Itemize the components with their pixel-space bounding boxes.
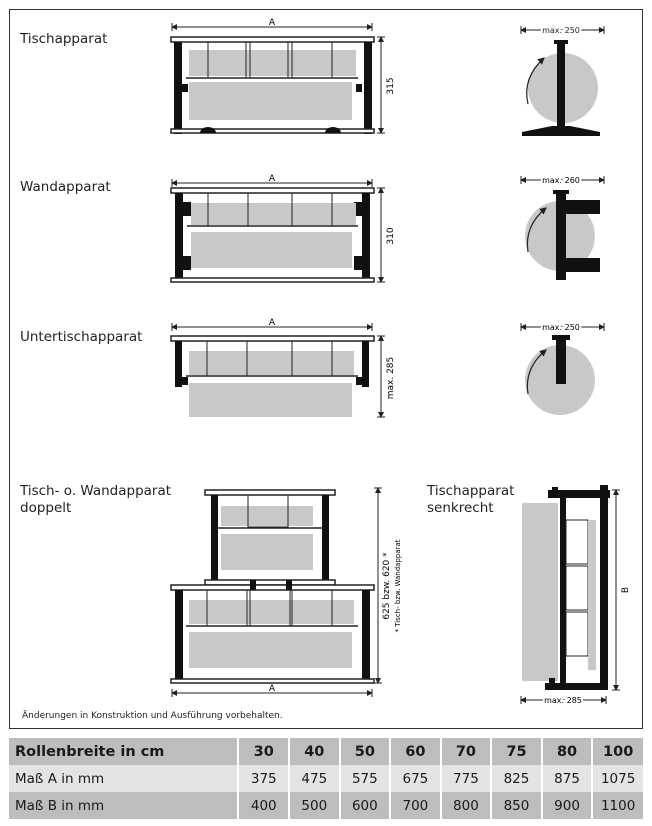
table-cell: 900	[540, 792, 593, 819]
label-wandapparat: Wandapparat	[20, 179, 111, 195]
label-doppelt-line2: doppelt	[20, 500, 72, 516]
technical-drawings: A 315 max. 250 A 310	[170, 18, 631, 707]
dimension-table: Rollenbreite in cm 30 40 50 60 70 75 80 …	[9, 738, 643, 819]
width-cell: 50	[338, 738, 391, 765]
dim-max285-senkrecht: max. 285	[544, 696, 582, 705]
header-label: Rollenbreite in cm	[9, 738, 239, 765]
label-senkrecht-line1: Tischapparat	[427, 483, 515, 499]
table-cell: 500	[288, 792, 340, 819]
table-cell: 600	[338, 792, 391, 819]
drawing-frame	[9, 9, 643, 729]
table-cell: 700	[389, 792, 441, 819]
table-header-row: Rollenbreite in cm 30 40 50 60 70 75 80 …	[9, 738, 643, 765]
label-doppelt-line1: Tisch- o. Wandapparat	[20, 483, 172, 499]
row-label-a: Maß A in mm	[9, 765, 239, 792]
dim-a-wand: A	[269, 174, 276, 184]
label-senkrecht-line2: senkrecht	[427, 500, 494, 516]
table-row: Maß A in mm 375 475 575 675 775 825 875 …	[9, 765, 643, 792]
table-cell: 850	[490, 792, 542, 819]
table-cell: 475	[288, 765, 340, 792]
dim-a-doppelt: A	[269, 684, 276, 694]
width-cell: 30	[237, 738, 290, 765]
tischapparat-front-view	[170, 23, 385, 134]
table-cell: 1075	[591, 765, 643, 792]
untertischapparat-front-view	[170, 323, 385, 418]
width-cell: 40	[288, 738, 340, 765]
dim-height-wand: 310	[386, 227, 396, 244]
dim-a-unter: A	[269, 318, 276, 328]
width-cell: 75	[490, 738, 542, 765]
label-tischapparat: Tischapparat	[20, 31, 108, 47]
tischapparat-side-view	[520, 26, 605, 136]
wandapparat-side-view	[520, 176, 605, 280]
disclaimer-note: Änderungen in Konstruktion und Ausführun…	[22, 711, 283, 721]
width-cell: 60	[389, 738, 441, 765]
width-cell: 100	[591, 738, 643, 765]
table-cell: 1100	[591, 792, 643, 819]
dim-max260-wand: max. 260	[542, 176, 580, 185]
table-cell: 575	[338, 765, 391, 792]
table-cell: 825	[490, 765, 542, 792]
dim-doppelt-note: * Tisch- bzw. Wandapparat	[394, 539, 402, 632]
table-cell: 775	[439, 765, 492, 792]
width-cell: 80	[540, 738, 593, 765]
table-row: Maß B in mm 400 500 600 700 800 850 900 …	[9, 792, 643, 819]
dim-max250-unter: max. 250	[542, 323, 580, 332]
dim-max250-tisch: max. 250	[542, 26, 580, 35]
width-cell: 70	[439, 738, 492, 765]
untertischapparat-side-view	[520, 323, 605, 415]
dim-height-tisch: 315	[386, 77, 396, 94]
table-cell: 875	[540, 765, 593, 792]
dim-height-unter: max. 285	[386, 357, 396, 400]
wandapparat-front-view	[170, 179, 385, 283]
table-cell: 800	[439, 792, 492, 819]
dim-height-doppelt: 625 bzw. 620 *	[382, 552, 392, 620]
table-cell: 675	[389, 765, 441, 792]
table-cell: 400	[237, 792, 290, 819]
senkrecht-view	[520, 485, 620, 704]
table-cell: 375	[237, 765, 290, 792]
row-label-b: Maß B in mm	[9, 792, 239, 819]
dim-a-tisch: A	[269, 18, 276, 28]
doppelt-front-view	[170, 487, 382, 697]
dim-b-senkrecht: B	[621, 587, 631, 593]
label-untertischapparat: Untertischapparat	[20, 329, 143, 345]
